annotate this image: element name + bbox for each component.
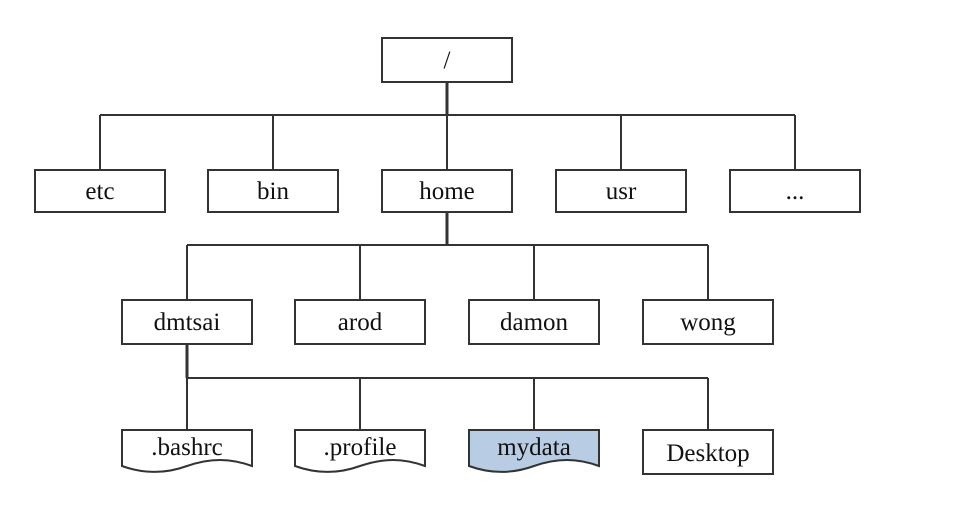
- node-dmtsai-label: dmtsai: [154, 309, 221, 336]
- node-desktop-box: [642, 429, 774, 475]
- node-more-box: [729, 169, 861, 213]
- node-damon-box: [468, 299, 600, 345]
- connectors: [99, 82, 796, 430]
- node-bashrc: .bashrc: [121, 429, 253, 473]
- node-mydata-document-shape: [468, 429, 600, 473]
- node-usr: usr: [555, 169, 687, 213]
- node-wong-label: wong: [680, 309, 736, 336]
- level2-nodes: dmtsai arod damon wong: [121, 299, 774, 345]
- node-mydata-label: mydata: [497, 434, 571, 461]
- node-usr-box: [555, 169, 687, 213]
- node-arod-box: [294, 299, 426, 345]
- node-home: home: [381, 169, 513, 213]
- node-root-box: [381, 37, 513, 83]
- node-more: ...: [729, 169, 861, 213]
- node-etc-label: etc: [85, 178, 114, 205]
- node-bin-label: bin: [257, 178, 289, 205]
- node-dmtsai-box: [121, 299, 253, 345]
- node-wong-box: [642, 299, 774, 345]
- node-desktop-label: Desktop: [666, 440, 749, 467]
- node-etc: etc: [34, 169, 166, 213]
- node-dmtsai: dmtsai: [121, 299, 253, 345]
- node-bin: bin: [207, 169, 339, 213]
- node-mydata: mydata: [468, 429, 600, 473]
- node-etc-box: [34, 169, 166, 213]
- node-home-label: home: [419, 178, 475, 205]
- node-damon-label: damon: [500, 309, 569, 336]
- node-bashrc-document-shape: [121, 429, 253, 473]
- node-bashrc-label: .bashrc: [151, 434, 223, 461]
- node-root: /: [381, 37, 513, 83]
- node-wong: wong: [642, 299, 774, 345]
- node-home-box: [381, 169, 513, 213]
- node-usr-label: usr: [606, 178, 637, 205]
- node-arod-label: arod: [338, 309, 383, 336]
- node-bin-box: [207, 169, 339, 213]
- node-desktop: Desktop: [642, 429, 774, 475]
- level3-nodes: .bashrc .profile mydata Desktop: [121, 429, 774, 475]
- node-root-label: /: [444, 47, 451, 74]
- node-more-label: ...: [786, 178, 805, 205]
- node-profile: .profile: [294, 429, 426, 473]
- level1-nodes: etc bin home usr ...: [34, 169, 861, 213]
- node-profile-label: .profile: [324, 434, 397, 461]
- node-profile-document-shape: [294, 429, 426, 473]
- node-arod: arod: [294, 299, 426, 345]
- node-damon: damon: [468, 299, 600, 345]
